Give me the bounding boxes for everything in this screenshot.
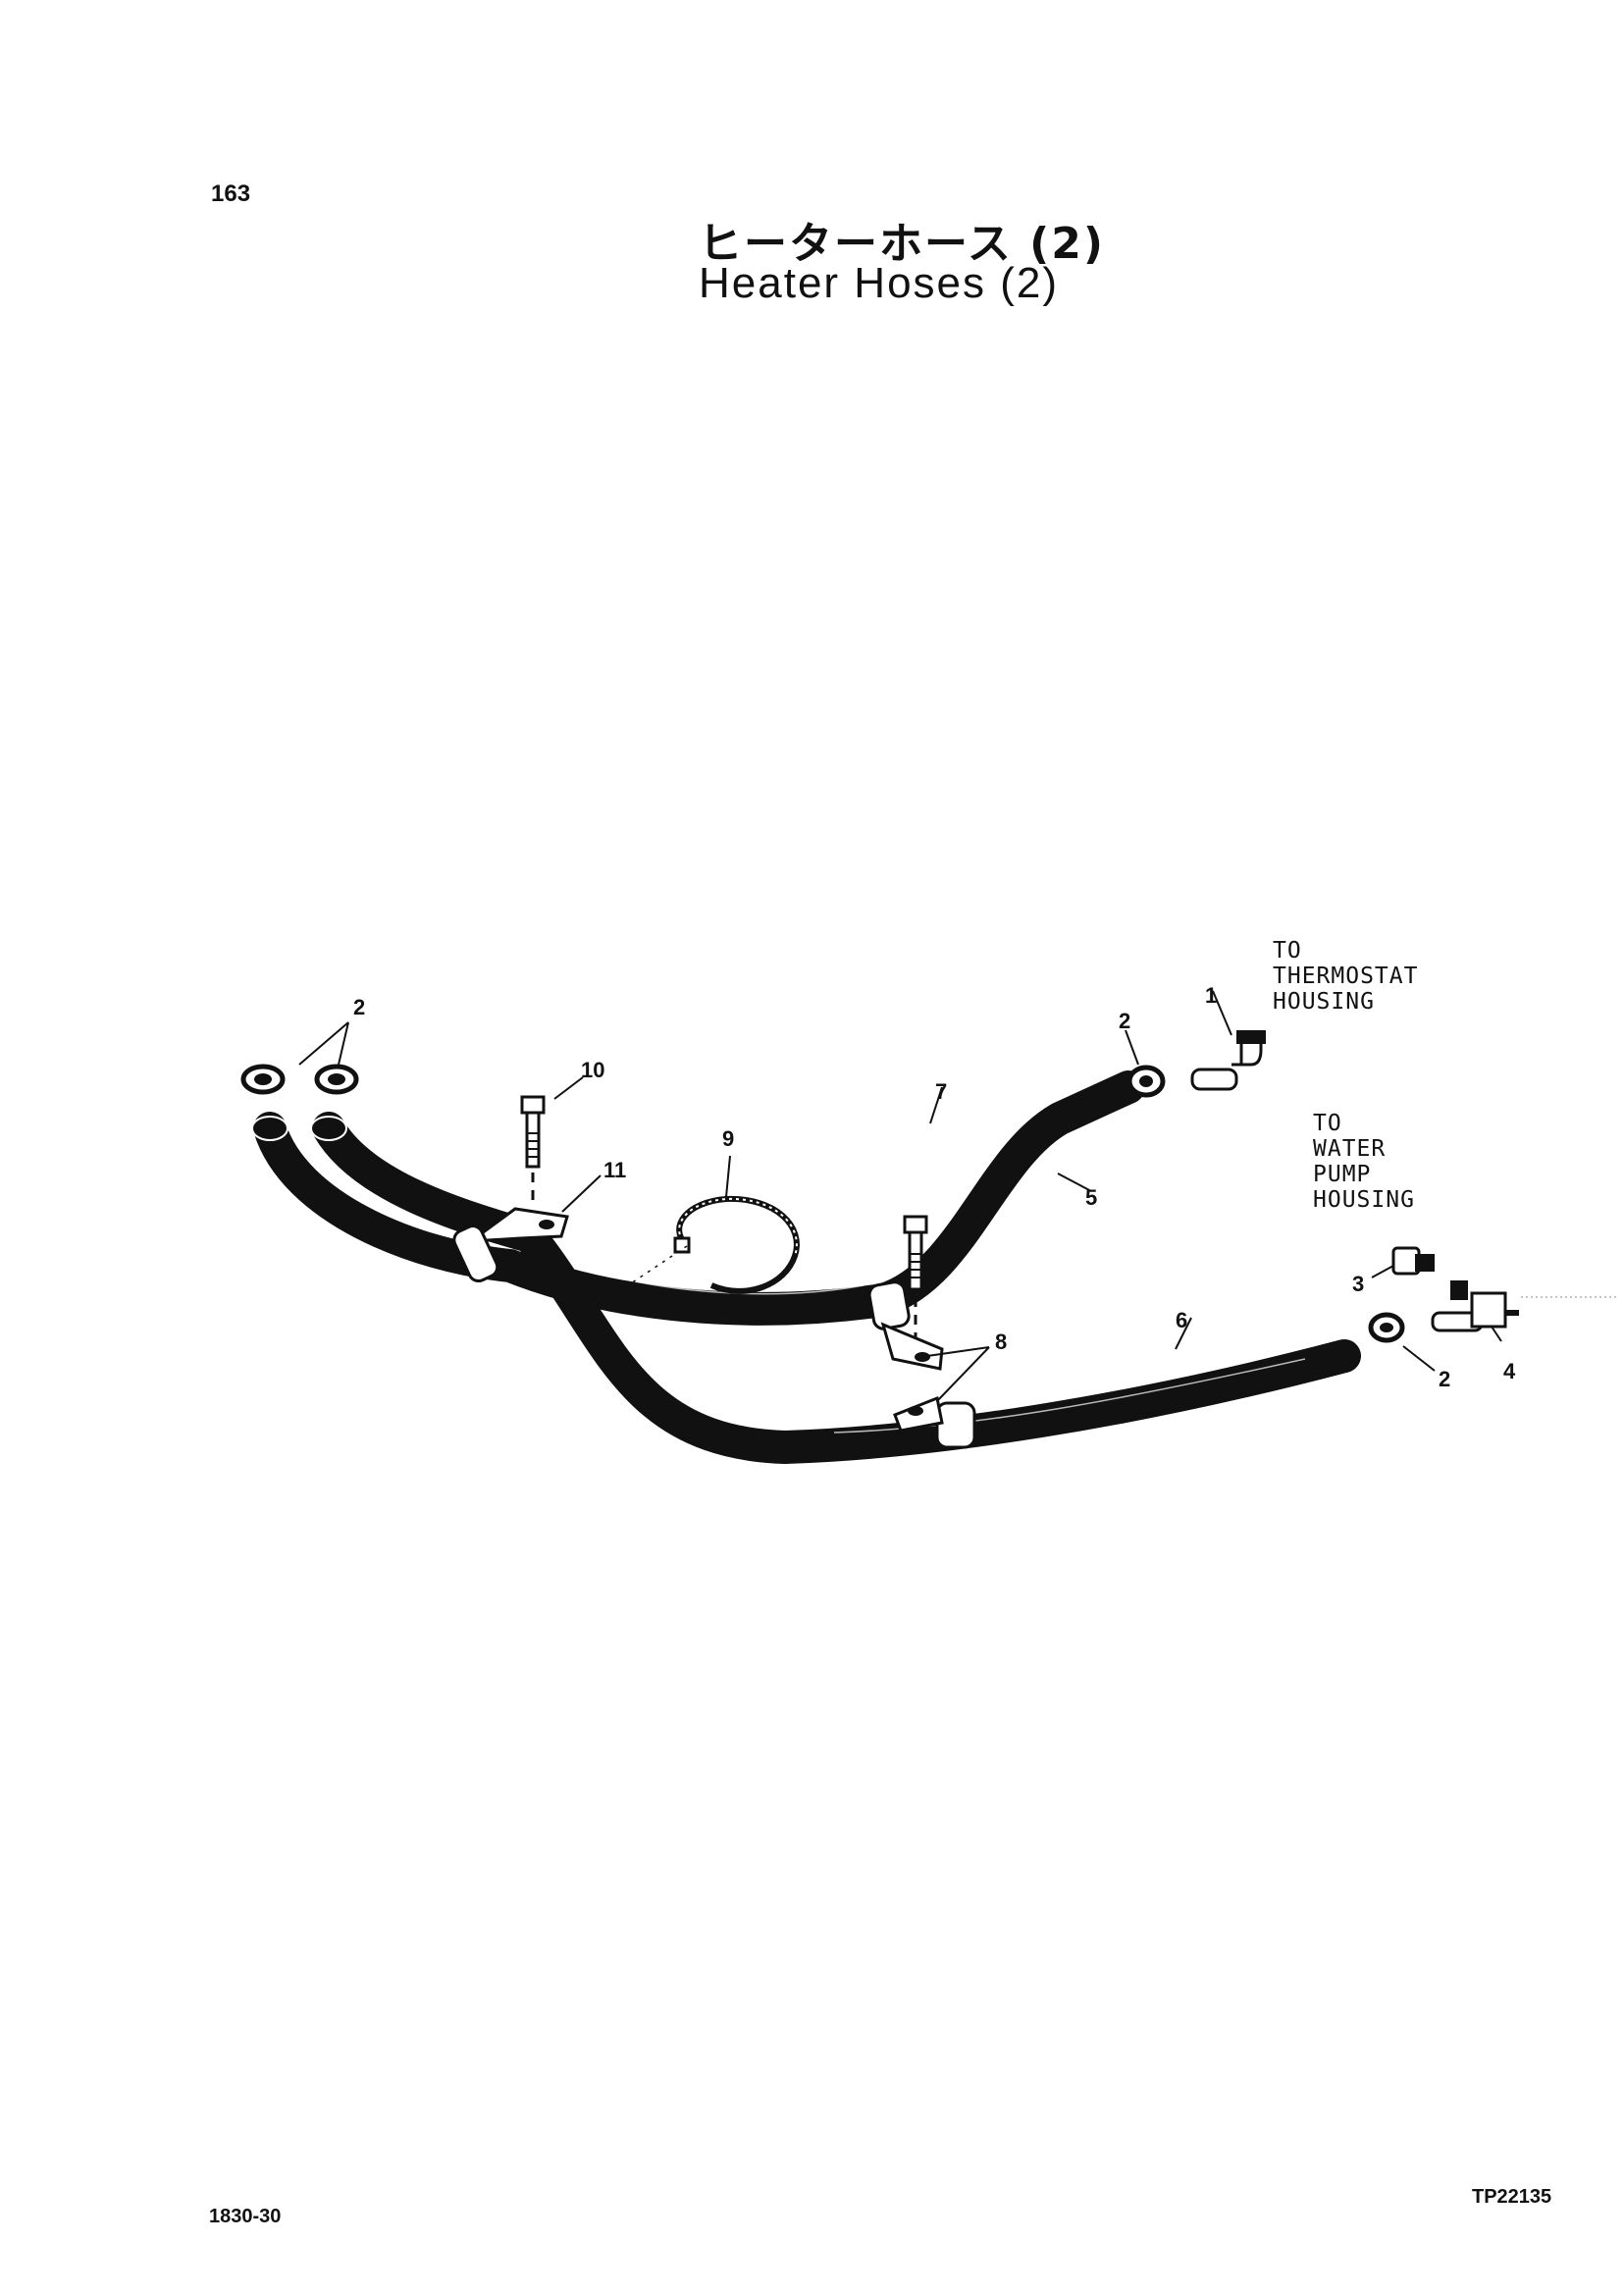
note-thermostat-line3: HOUSING <box>1273 989 1375 1015</box>
callout-6: 6 <box>1176 1308 1187 1332</box>
page-title-english: Heater Hoses (2) <box>699 259 1060 307</box>
callout-1: 1 <box>1205 983 1217 1008</box>
band-clamp-9 <box>673 1195 800 1294</box>
note-thermostat-line2: THERMOSTAT <box>1273 964 1418 989</box>
callout-5: 5 <box>1085 1185 1097 1210</box>
note-pump-line1: TO <box>1313 1111 1342 1136</box>
clip-8-upper <box>867 1280 944 1371</box>
callout-11: 11 <box>603 1158 626 1182</box>
clip-8-lower <box>893 1395 976 1449</box>
bolt-10 <box>520 1095 546 1207</box>
note-pump-line2: WATER <box>1313 1136 1386 1162</box>
callout-10: 10 <box>581 1058 604 1082</box>
callout-2-left: 2 <box>353 995 365 1019</box>
callout-4: 4 <box>1503 1359 1516 1383</box>
tee-fitting <box>1431 1280 1519 1332</box>
note-pump-line4: HOUSING <box>1313 1187 1415 1213</box>
leader-lines <box>298 990 1502 1402</box>
elbow-fitting <box>1190 1030 1266 1091</box>
footer-drawing-code: TP22135 <box>1472 2186 1552 2208</box>
callout-2-pump: 2 <box>1439 1367 1450 1391</box>
bolt-7 <box>903 1215 928 1354</box>
band-placement-line <box>598 1245 688 1306</box>
callout-3: 3 <box>1352 1272 1364 1296</box>
hose-5 <box>253 1070 1145 1326</box>
callout-9: 9 <box>722 1126 734 1151</box>
callout-2-thermostat: 2 <box>1119 1009 1130 1033</box>
adapter-fitting <box>1391 1246 1435 1276</box>
hose-clamp-thermostat <box>1126 1065 1166 1098</box>
hose-clamp-pair-left <box>240 1064 359 1095</box>
footer-model-code: 1830-30 <box>209 2206 282 2227</box>
page-number: 163 <box>211 181 251 207</box>
page-title-japanese: ヒーターホース (2) <box>699 219 1105 269</box>
note-pump-line3: PUMP <box>1313 1162 1371 1187</box>
callout-8: 8 <box>995 1329 1007 1354</box>
clip-11 <box>452 1207 569 1283</box>
note-thermostat-line1: TO <box>1273 938 1302 964</box>
hose-clamp-pump <box>1368 1312 1405 1343</box>
callout-7: 7 <box>935 1079 947 1104</box>
hose-6 <box>312 1112 1361 1465</box>
hose-end-left <box>251 1116 347 1141</box>
